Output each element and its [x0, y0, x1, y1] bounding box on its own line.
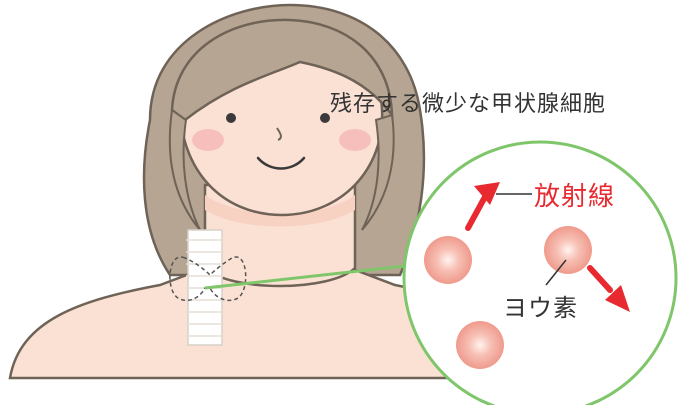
right-eye: [320, 113, 330, 123]
thyroid-cell-3: [456, 321, 504, 369]
connector-line: [204, 264, 406, 290]
diagram-title: 残存する微少な甲状腺細胞: [330, 92, 607, 117]
arrow-up-head: [474, 182, 500, 205]
left-eye: [226, 113, 236, 123]
magnified-view: [402, 140, 678, 405]
hair-bangs: [170, 18, 394, 122]
iodine-pointer: [545, 259, 567, 286]
thyroid-cell-1: [424, 236, 472, 284]
arrow-down-head: [605, 285, 630, 312]
right-cheek: [339, 129, 371, 151]
nose: [276, 127, 282, 141]
radiation-arrows: [465, 182, 630, 312]
iodine-label: ヨウ素: [503, 294, 578, 322]
radiation-label: 放射線: [534, 182, 616, 212]
thyroid-cell-2: [544, 226, 592, 274]
left-cheek: [192, 129, 224, 151]
thyroid-outline: [169, 256, 247, 302]
mouth: [256, 156, 306, 170]
neck-shadow: [205, 195, 355, 227]
hair-right: [361, 113, 395, 231]
